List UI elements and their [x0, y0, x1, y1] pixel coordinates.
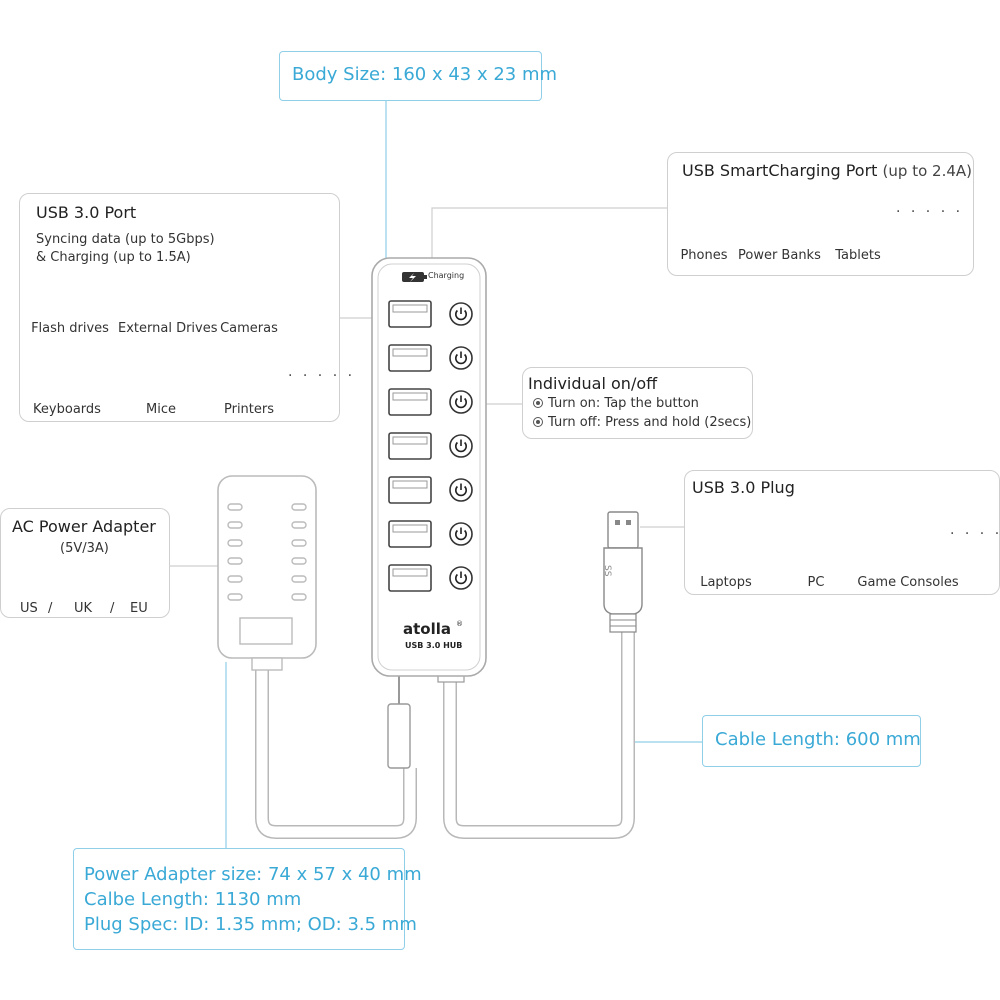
- usb3-port-box: [19, 193, 340, 422]
- device-label-power-banks: Power Banks: [738, 248, 821, 263]
- device-label-flash-drives: Flash drives: [31, 321, 109, 336]
- ac-adapter-body: [217, 475, 317, 671]
- more-dots: · · · · ·: [896, 204, 964, 220]
- smart-charging-box: [667, 152, 974, 276]
- region-uk: UK: [74, 601, 93, 616]
- usb3-plug-title: USB 3.0 Plug: [692, 478, 795, 497]
- power-icon: [455, 353, 467, 365]
- smart-port-leader: [431, 207, 668, 258]
- device-label-pc: PC: [807, 575, 825, 590]
- usb-port-tongue: [392, 436, 428, 445]
- body-size-box: [279, 51, 542, 101]
- ac-adapter-title: AC Power Adapter: [12, 517, 156, 536]
- region-us: US: [20, 601, 38, 616]
- usb3-port-desc-2: & Charging (up to 1.5A): [36, 250, 191, 265]
- adapter-info-box: [73, 848, 405, 950]
- bullet-icon: [533, 417, 543, 427]
- plug-spec-text: Plug Spec: ID: 1.35 mm; OD: 3.5 mm: [84, 914, 417, 935]
- onoff-title: Individual on/off: [528, 374, 658, 393]
- usb-port-tongue: [392, 480, 428, 489]
- device-label-phones: Phones: [680, 248, 728, 263]
- usb3-port-desc-1: Syncing data (up to 5Gbps): [36, 232, 215, 247]
- usb-port-tongue: [392, 524, 428, 533]
- usb-port-tongue: [392, 392, 428, 401]
- device-label-keyboards: Keyboards: [33, 402, 101, 417]
- device-label-game-consoles: Game Consoles: [857, 575, 959, 590]
- more-dots: · · · ·: [950, 526, 1000, 542]
- device-label-printers: Printers: [223, 402, 275, 417]
- power-icon: [455, 309, 467, 321]
- power-icon: [455, 529, 467, 541]
- device-label-mice: Mice: [146, 402, 176, 417]
- smart-charging-title: USB SmartCharging Port (up to 2.4A): [682, 161, 972, 180]
- onoff-turn-on: Turn on: Tap the button: [533, 396, 699, 411]
- cable-length-text: Cable Length: 600 mm: [715, 729, 921, 750]
- ac-adapter-box: [0, 508, 170, 618]
- usb3-plug-icon: [603, 511, 643, 633]
- power-icon: [455, 441, 467, 453]
- charging-label: Charging: [428, 271, 465, 280]
- power-icon: [455, 573, 467, 585]
- hub-ports: [388, 300, 473, 592]
- device-label-tablets: Tablets: [835, 248, 881, 263]
- usb-port-tongue: [392, 304, 428, 313]
- onoff-turn-off: Turn off: Press and hold (2secs): [533, 415, 751, 430]
- region-separator: /: [110, 601, 115, 616]
- cable-length-box: [702, 715, 921, 767]
- usb3-plug-box: [684, 470, 1000, 595]
- device-label-laptops: Laptops: [700, 575, 752, 590]
- superspeed-label: SS: [602, 565, 612, 577]
- more-dots: · · · · ·: [288, 368, 356, 384]
- onoff-box: [522, 367, 753, 439]
- power-icon: [455, 397, 467, 409]
- body-size-text: Body Size: 160 x 43 x 23 mm: [292, 64, 558, 85]
- usb-port-tongue: [392, 348, 428, 357]
- usb3-port-title: USB 3.0 Port: [36, 203, 137, 222]
- device-label-cameras: Cameras: [220, 321, 278, 336]
- ac-adapter-spec: (5V/3A): [60, 541, 109, 556]
- usb-port-tongue: [392, 568, 428, 577]
- region-eu: EU: [130, 601, 148, 616]
- adapter-cable-text: Calbe Length: 1130 mm: [84, 889, 302, 910]
- registered-mark: ®: [456, 620, 463, 628]
- hub-model-label: USB 3.0 HUB: [405, 641, 463, 650]
- bullet-icon: [533, 398, 543, 408]
- power-icon: [455, 485, 467, 497]
- device-label-external-drives: External Drives: [118, 321, 218, 336]
- adapter-size-text: Power Adapter size: 74 x 57 x 40 mm: [84, 864, 422, 885]
- brand-logo: atolla: [403, 620, 452, 638]
- barrel-plug: [387, 703, 411, 769]
- region-separator: /: [48, 601, 53, 616]
